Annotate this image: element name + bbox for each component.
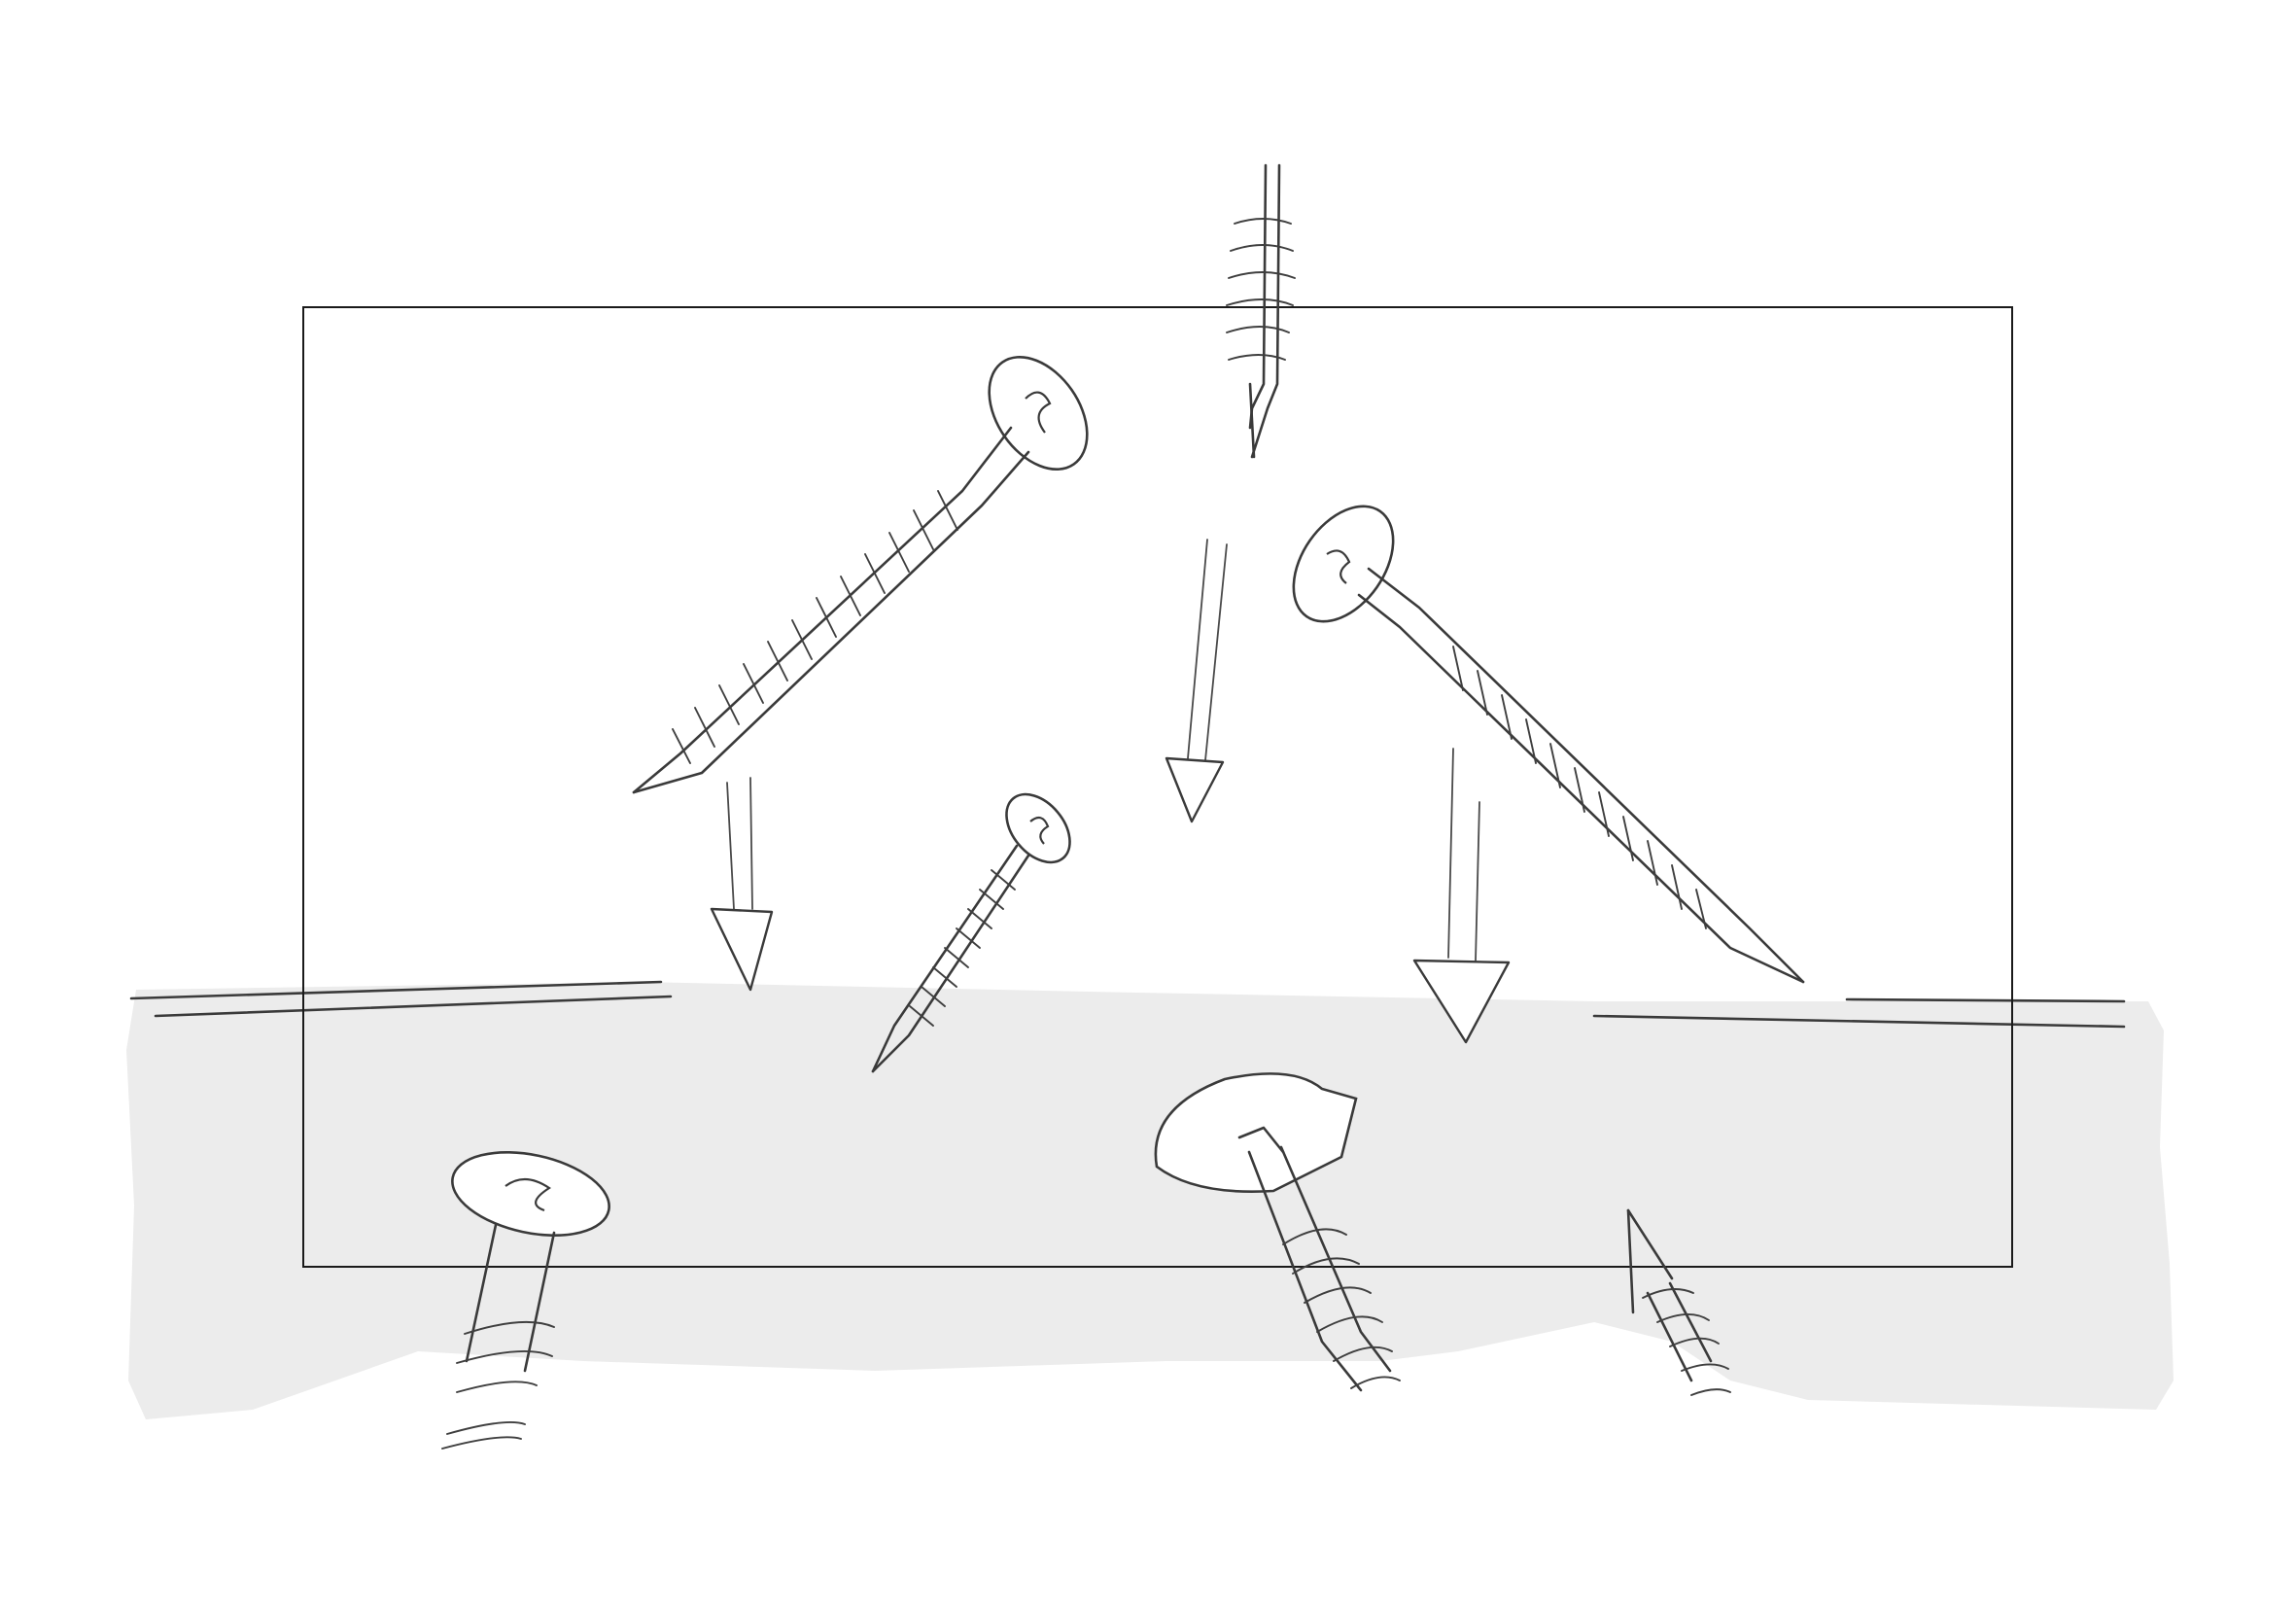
screw-icon bbox=[1626, 1208, 1731, 1396]
screw-icon bbox=[632, 356, 1089, 794]
screw-icon bbox=[1292, 505, 1805, 984]
surface-edge-lines bbox=[129, 980, 2126, 1029]
arrow-down-icon bbox=[1412, 748, 1511, 1044]
frame-rectangle bbox=[302, 306, 2013, 1268]
screw-icon bbox=[1154, 1072, 1401, 1392]
screw-icon bbox=[871, 792, 1071, 1073]
screw-icon bbox=[1226, 163, 1296, 459]
arrow-down-icon bbox=[710, 777, 774, 992]
arrow-down-icon bbox=[1165, 539, 1228, 823]
ground-surface bbox=[126, 982, 2174, 1419]
screw-icon bbox=[441, 1151, 610, 1450]
